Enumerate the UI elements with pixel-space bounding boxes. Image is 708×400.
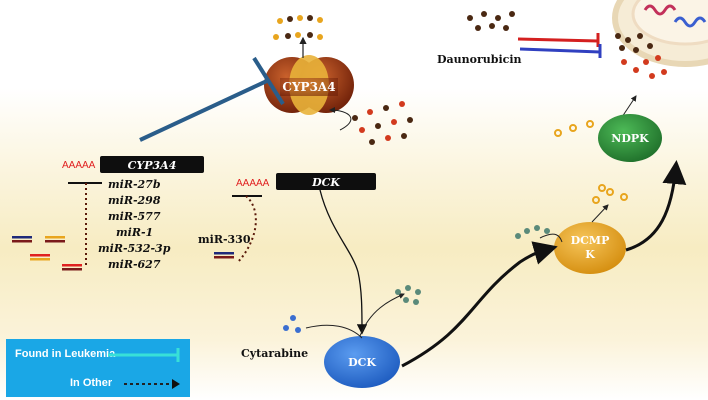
mirna-duplex-icons	[12, 236, 234, 271]
legend-found-label: Found in Leukemia	[15, 348, 116, 360]
daunorubicin-red-line	[517, 37, 599, 43]
dck-output-dots	[395, 285, 421, 305]
cell-nucleus	[612, 0, 708, 67]
mirna-4: miR-1	[116, 226, 153, 239]
cyp3a4-products	[273, 15, 323, 40]
ndpk-label: NDPK	[611, 132, 649, 145]
dck-gene-label: DCK	[311, 176, 340, 189]
cyp3a4-enzyme: CYP3A4	[264, 55, 354, 115]
dcmpk-enzyme	[554, 222, 626, 274]
dck-enzyme	[324, 336, 400, 388]
daunorubicin-label: Daunorubicin	[437, 53, 522, 66]
legend-found-line	[108, 348, 180, 362]
dcmpk-to-ndpk-arrow	[625, 160, 687, 252]
legend: Found in Leukemia In Other	[6, 339, 190, 397]
dck-transcript: AAAAA DCK	[236, 173, 376, 190]
mirna-2: miR-298	[108, 194, 161, 207]
cyp3a4-transcript: AAAAA CYP3A4	[62, 156, 204, 173]
daunorubicin-blue-line	[519, 47, 601, 54]
mirna-3: miR-577	[108, 210, 161, 223]
cyp3a4-gene-label: CYP3A4	[128, 159, 177, 172]
daunorubicin-dots	[467, 11, 515, 31]
dcmpk-label-line1: DCMP	[571, 234, 610, 247]
cyp3a4-inhibition-bar	[252, 56, 285, 106]
dcmpk-output-dots	[592, 184, 628, 204]
dck-mirna-dotted	[237, 195, 257, 263]
cyp3a4-input-arrow	[329, 107, 352, 131]
legend-other-label: In Other	[70, 377, 113, 389]
dck-to-dcmpk-arrow	[401, 241, 558, 368]
legend-other-line	[124, 379, 180, 389]
mirna-330-label: miR-330	[198, 233, 251, 246]
dck-translation-arrow	[319, 189, 368, 335]
cyp3a4-enzyme-label: CYP3A4	[282, 80, 335, 94]
cyp3a4-inhibition-line	[139, 78, 270, 142]
dcmpk-label-line2: K	[585, 248, 595, 261]
cytarabine-dots	[283, 315, 301, 333]
dck-polya: AAAAA	[236, 178, 270, 189]
ndpk-enzyme	[598, 114, 662, 162]
dck-output-arrow	[359, 293, 405, 337]
cyp3a4-substrate-dots	[352, 101, 413, 145]
mirna-5: miR-532-3p	[98, 242, 171, 255]
ndpk-input-dots	[554, 120, 594, 137]
mirna-1: miR-27b	[108, 178, 161, 191]
dck-enzyme-label: DCK	[348, 356, 376, 369]
dcmpk-output-arrow	[591, 204, 609, 223]
mirna-6: miR-627	[108, 258, 161, 271]
cytarabine-label: Cytarabine	[241, 347, 308, 360]
cyp3a4-polya: AAAAA	[62, 160, 96, 171]
nucleus-entry-dots	[615, 33, 667, 79]
dcmpk-input-dots	[515, 225, 550, 239]
